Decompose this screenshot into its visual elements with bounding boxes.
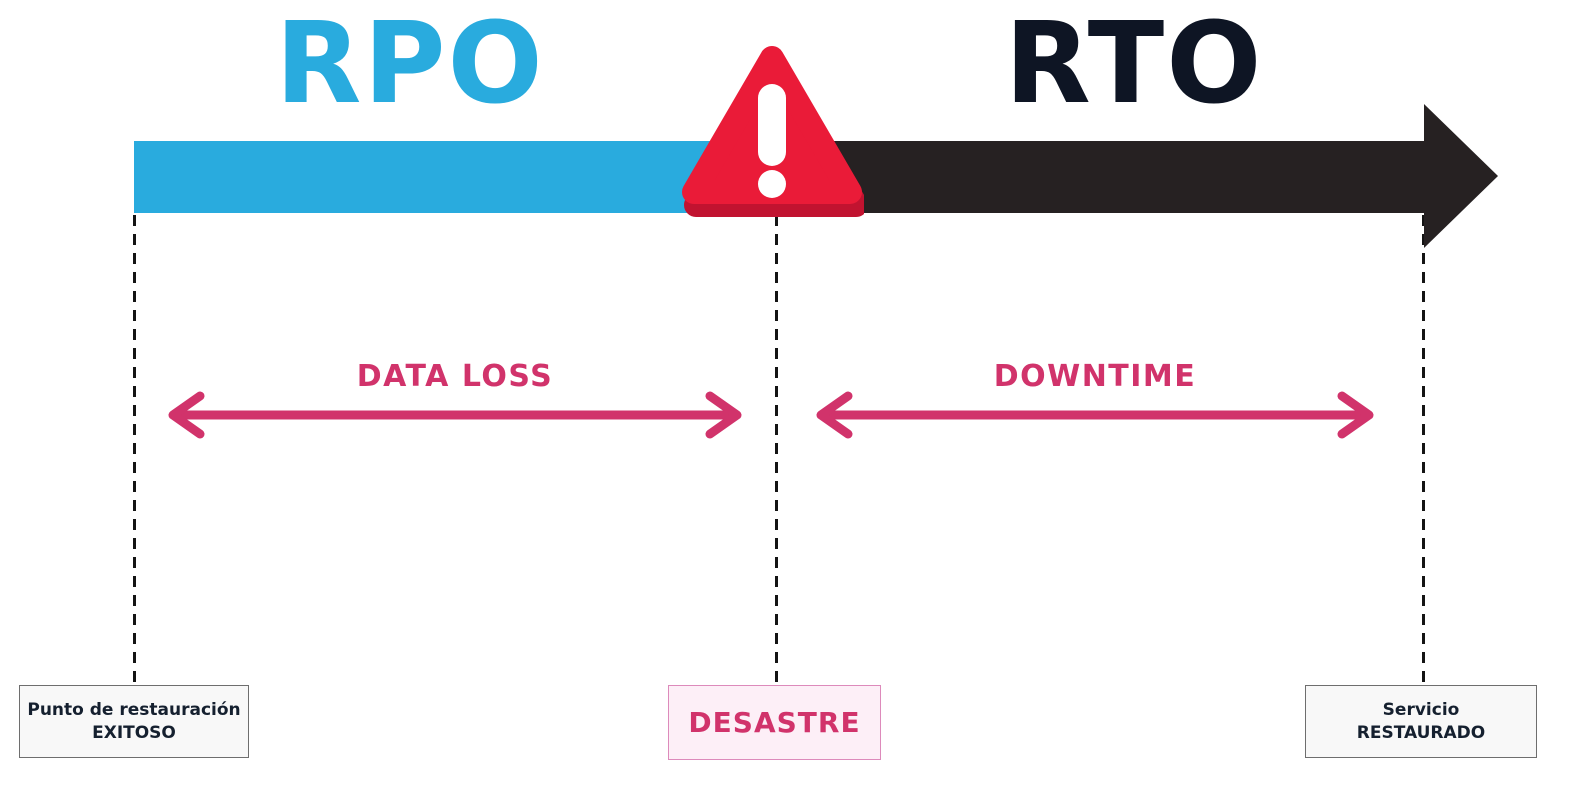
disaster-label: DESASTRE — [688, 706, 861, 739]
service-restored-line2: RESTAURADO — [1356, 722, 1486, 743]
disaster-guide-line — [775, 215, 778, 684]
service-restored-box: Servicio RESTAURADO — [1305, 685, 1537, 758]
downtime-arrow — [808, 390, 1382, 440]
service-restored-guide-line — [1422, 215, 1425, 684]
disaster-box: DESASTRE — [668, 685, 881, 760]
rpo-timeline-bar — [134, 141, 780, 213]
rto-timeline-bar — [780, 141, 1424, 213]
service-restored-line1: Servicio — [1382, 700, 1460, 721]
data-loss-arrow — [160, 390, 750, 440]
restore-point-guide-line — [133, 215, 136, 684]
restore-point-line1: Punto de restauración — [27, 700, 241, 721]
data-loss-label: DATA LOSS — [356, 359, 554, 394]
rpo-title: RPO — [275, 0, 545, 129]
arrowhead-right-icon — [1424, 104, 1498, 248]
rto-title: RTO — [1004, 0, 1264, 129]
warning-triangle-icon — [682, 44, 868, 220]
restore-point-box: Punto de restauración EXITOSO — [19, 685, 249, 758]
restore-point-line2: EXITOSO — [92, 722, 176, 743]
downtime-label: DOWNTIME — [993, 359, 1197, 394]
